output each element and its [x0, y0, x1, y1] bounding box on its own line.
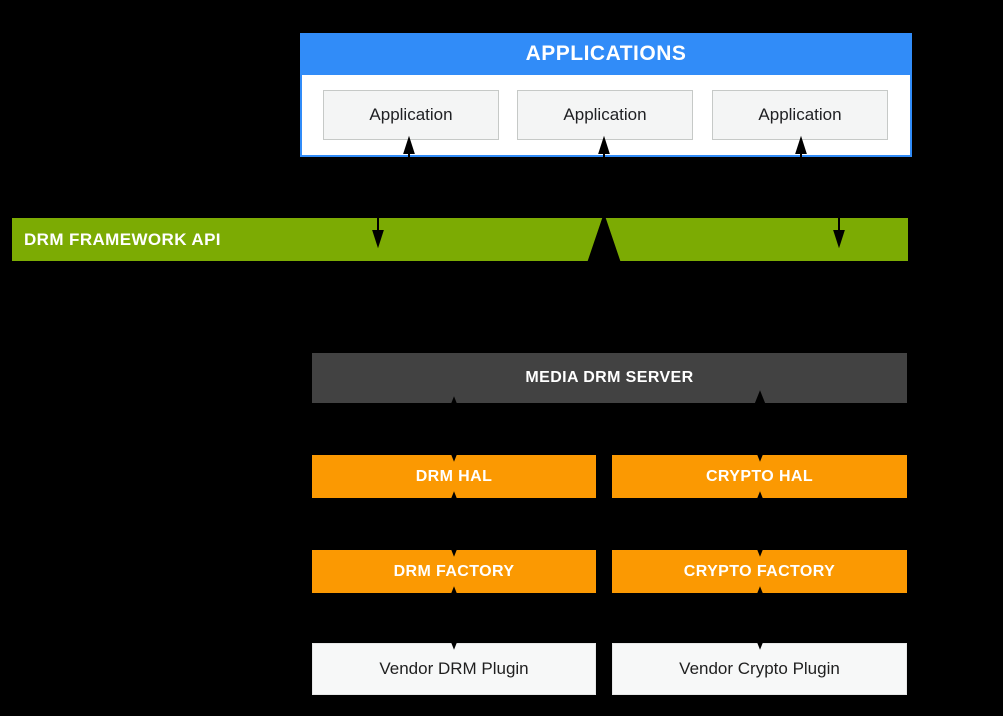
vendor-drm-plugin-box: Vendor DRM Plugin	[312, 643, 596, 695]
drm-factory-box: DRM FACTORY	[312, 550, 596, 593]
vendor-crypto-plugin-box: Vendor Crypto Plugin	[612, 643, 907, 695]
application-box-3: Application	[712, 90, 888, 140]
crypto-factory-box: CRYPTO FACTORY	[612, 550, 907, 593]
application-box-2: Application	[517, 90, 693, 140]
crypto-hal-box: CRYPTO HAL	[612, 455, 907, 498]
application-box-1: Application	[323, 90, 499, 140]
media-drm-server-bar: MEDIA DRM SERVER	[312, 353, 907, 403]
drm-hal-box: DRM HAL	[312, 455, 596, 498]
applications-header: APPLICATIONS	[300, 33, 912, 75]
drm-framework-api-bar: DRM FRAMEWORK API	[12, 218, 908, 261]
